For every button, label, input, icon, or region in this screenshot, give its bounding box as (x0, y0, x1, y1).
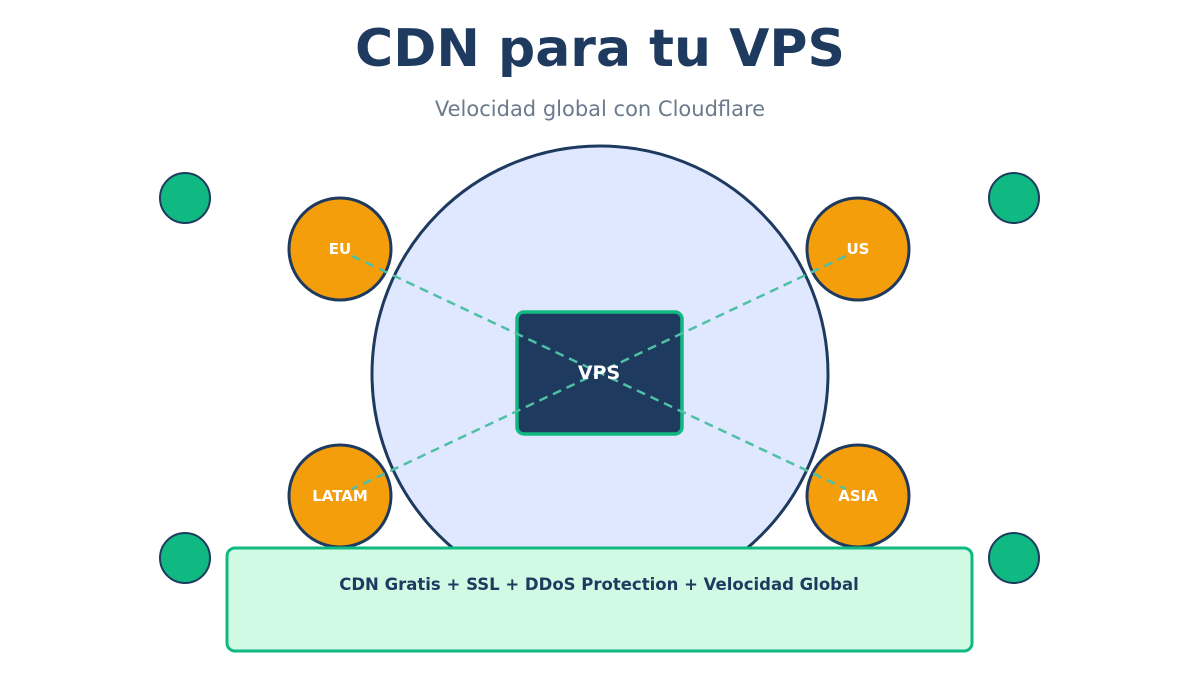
link-us-latam (351, 254, 847, 491)
page-subtitle: Velocidad global con Cloudflare (435, 97, 765, 121)
vps-label: VPS (578, 362, 620, 384)
region-node-eu (287, 196, 393, 302)
corner-dot-bottom-left (159, 532, 211, 584)
region-label-eu: EU (329, 240, 351, 258)
page-title: CDN para tu VPS (355, 19, 845, 79)
region-label-asia: ASIA (838, 487, 878, 505)
feature-banner-text: CDN Gratis + SSL + DDoS Protection + Vel… (339, 575, 859, 594)
region-label-latam: LATAM (312, 487, 368, 505)
region-label-us: US (847, 240, 870, 258)
feature-banner (225, 546, 974, 653)
corner-dot-top-left (159, 172, 211, 224)
corner-dot-bottom-right (988, 532, 1040, 584)
region-node-us (805, 196, 911, 302)
corner-dot-top-right (988, 172, 1040, 224)
